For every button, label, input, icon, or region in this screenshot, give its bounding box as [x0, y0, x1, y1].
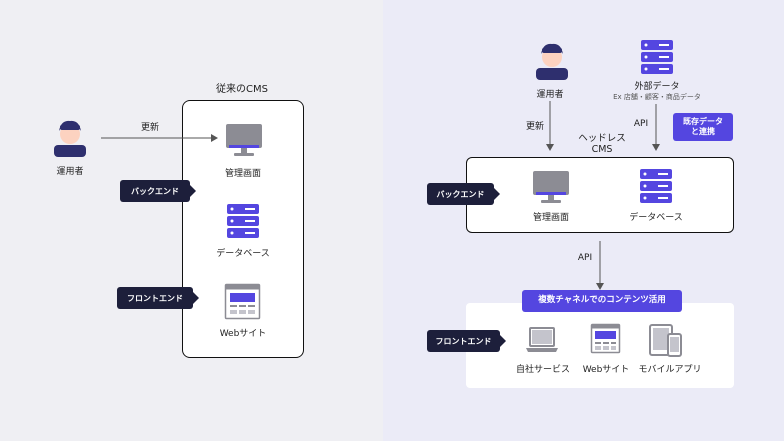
frontend-tag-left: フロントエンド: [117, 287, 199, 309]
webpage-icon: [224, 283, 261, 320]
web-label-right: Webサイト: [582, 365, 630, 375]
user-icon: [54, 120, 86, 157]
web-label-left: Webサイト: [219, 329, 267, 339]
admin-label-right: 管理画面: [532, 213, 569, 223]
headless-cms-title: ヘッドレス CMS: [578, 133, 626, 156]
update-arrow-left: [101, 134, 218, 142]
own-service-label: 自社サービス: [515, 365, 570, 375]
backend-tag-right: バックエンド: [427, 183, 500, 205]
monitor-icon: [226, 124, 262, 156]
tablet-phone-icon: [649, 324, 682, 357]
monitor-icon: [533, 171, 569, 203]
backend-tag-left: バックエンド: [120, 180, 196, 202]
update-label-left: 更新: [140, 123, 159, 133]
webpage-icon: [590, 323, 621, 354]
database-icon: [227, 204, 259, 238]
api-mid-label: API: [577, 253, 593, 263]
existing-data-chip: 既存データ と連携: [673, 113, 733, 141]
external-data-sub: Ex 店舗・顧客・商品データ: [613, 93, 701, 101]
laptop-icon: [526, 327, 558, 352]
db-label-left: データベース: [216, 249, 270, 259]
database-icon: [640, 169, 672, 203]
headless-cms-box: [466, 157, 734, 233]
user-label-left: 運用者: [56, 167, 84, 177]
update-label-right: 更新: [525, 122, 544, 132]
admin-label-left: 管理画面: [224, 169, 261, 179]
mobile-label: モバイルアプリ: [638, 365, 702, 375]
db-label-right: データベース: [629, 213, 683, 223]
api-arrow-mid: [596, 241, 604, 290]
cms-title-left: 従来のCMS: [216, 84, 268, 95]
frontend-tag-right: フロントエンド: [427, 330, 506, 352]
api-arrow-top: [652, 104, 660, 151]
external-database-icon: [641, 40, 673, 74]
user-icon: [536, 43, 568, 80]
update-arrow-right: [546, 101, 554, 151]
api-top-label: API: [633, 119, 649, 129]
external-data-title: 外部データ: [634, 82, 680, 92]
user-label-right: 運用者: [536, 90, 564, 100]
multichannel-chip: 複数チャネルでのコンテンツ活用: [522, 290, 682, 312]
